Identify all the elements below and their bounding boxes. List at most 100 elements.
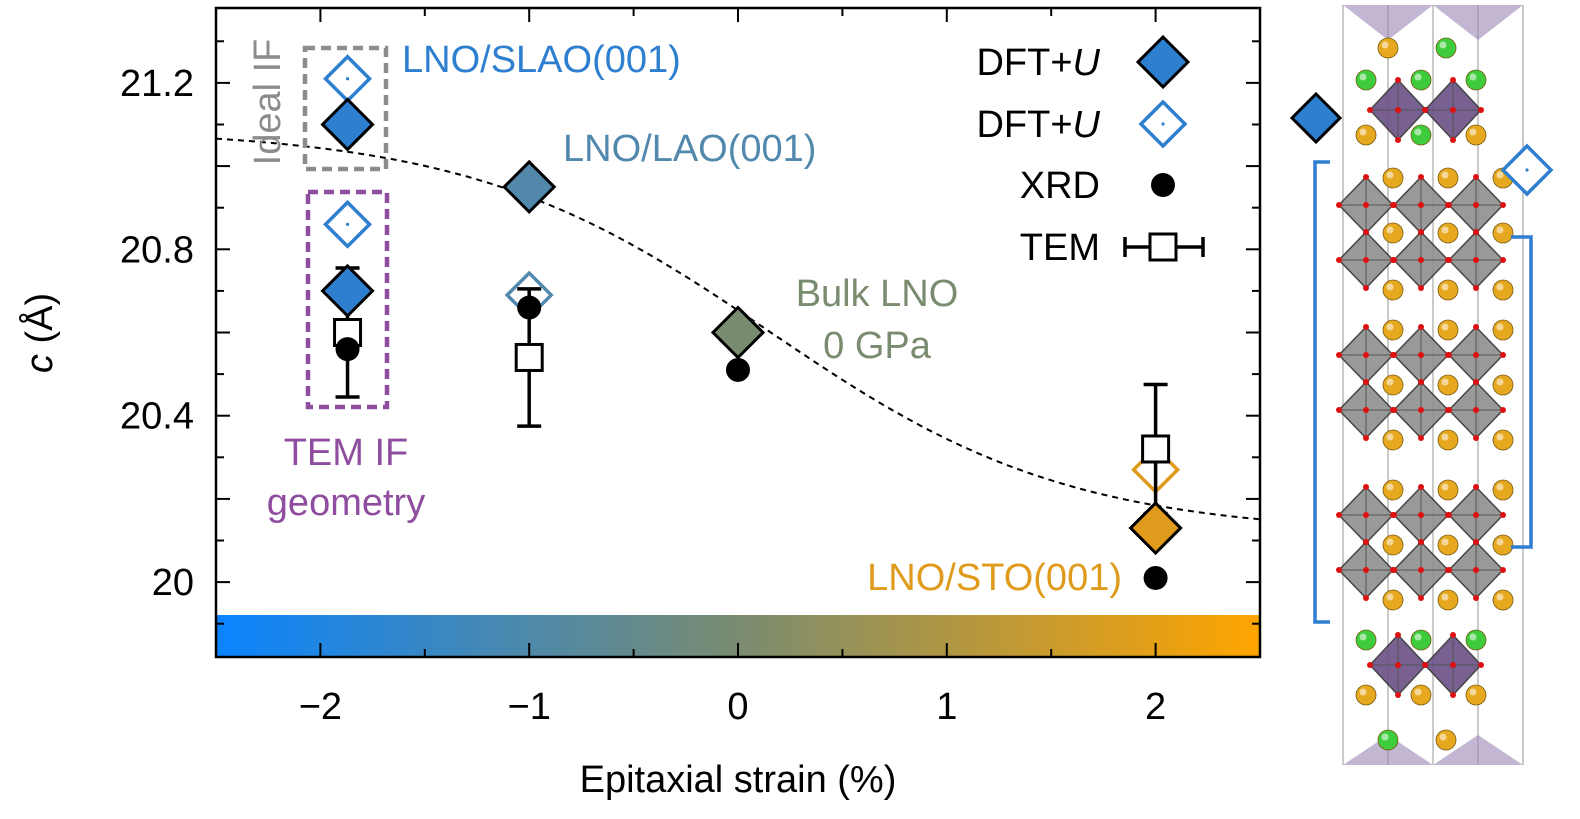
- oxygen-atom: [1473, 539, 1479, 545]
- side-filled-diamond: [1289, 91, 1343, 145]
- la-atom: [1377, 37, 1399, 59]
- oxygen-atom: [1478, 107, 1484, 113]
- oxygen-atom: [1473, 257, 1479, 263]
- la-atom: [1465, 124, 1487, 146]
- oxygen-atom: [1391, 407, 1397, 413]
- la-atom-highlight: [1386, 433, 1394, 441]
- legend-marker-circle: [1151, 173, 1175, 197]
- la-atom: [1355, 684, 1377, 706]
- oxygen-atom: [1473, 285, 1479, 291]
- oxygen-atom: [1363, 379, 1369, 385]
- la-atom: [1492, 589, 1514, 611]
- oxygen-atom: [1418, 324, 1424, 330]
- ideal-if-box: [302, 45, 389, 172]
- la-atom: [1382, 167, 1404, 189]
- x-tick-label: 0: [727, 686, 748, 728]
- la-atom: [1492, 429, 1514, 451]
- sr-atom-highlight: [1414, 128, 1422, 136]
- sr-atom: [1410, 124, 1432, 146]
- oxygen-atom: [1363, 435, 1369, 441]
- sr-atom: [1465, 629, 1487, 651]
- filled-diamond-point: [320, 97, 375, 152]
- la-atom-highlight: [1441, 171, 1449, 179]
- annotation-tem-line1: TEM IF: [284, 432, 409, 474]
- oxygen-atom: [1500, 202, 1506, 208]
- oxygen-atom: [1473, 324, 1479, 330]
- x-tick-label: 1: [936, 686, 957, 728]
- filled-diamond-point: [320, 263, 375, 319]
- sr-atom: [1435, 37, 1457, 59]
- la-atom-highlight: [1439, 733, 1447, 741]
- legend-marker-open-diamond-dot: [1161, 122, 1165, 126]
- legend-label: DFT+U: [976, 104, 1100, 146]
- sr-atom: [1355, 69, 1377, 91]
- open-diamond-point-dot: [345, 222, 350, 226]
- x-tick-label: 2: [1145, 686, 1166, 728]
- la-atom-highlight: [1381, 41, 1389, 49]
- oxygen-atom: [1473, 174, 1479, 180]
- oxygen-atom: [1391, 202, 1397, 208]
- oxygen-atom: [1500, 407, 1506, 413]
- crystal-structure-illustration: [1289, 5, 1554, 765]
- la-atom-highlight: [1441, 226, 1449, 234]
- la-atom: [1437, 429, 1459, 451]
- oxygen-atom: [1473, 595, 1479, 601]
- oxygen-atom: [1363, 202, 1369, 208]
- oxygen-atom: [1336, 407, 1342, 413]
- sr-atom: [1465, 69, 1487, 91]
- legend-label: TEM: [1020, 227, 1100, 269]
- la-atom: [1382, 429, 1404, 451]
- la-atom-highlight: [1496, 433, 1504, 441]
- la-atom: [1382, 279, 1404, 301]
- la-atom: [1437, 222, 1459, 244]
- oxygen-atom: [1478, 662, 1484, 668]
- oxygen-atom: [1336, 512, 1342, 518]
- la-atom-highlight: [1496, 226, 1504, 234]
- la-atom-highlight: [1441, 323, 1449, 331]
- oxygen-atom: [1418, 352, 1424, 358]
- la-atom: [1382, 534, 1404, 556]
- filled-diamond-point: [710, 305, 766, 360]
- oxygen-atom: [1446, 352, 1452, 358]
- oxygen-atom: [1418, 539, 1424, 545]
- oxygen-atom: [1418, 435, 1424, 441]
- oxygen-atom: [1473, 484, 1479, 490]
- oxygen-atom: [1500, 352, 1506, 358]
- axis-ticks: [215, 8, 1261, 657]
- oxygen-atom: [1450, 137, 1456, 143]
- sr-atom-highlight: [1359, 73, 1367, 81]
- annotation-lao: LNO/LAO(001): [563, 128, 816, 170]
- oxygen-atom: [1391, 257, 1397, 263]
- oxygen-atom: [1363, 229, 1369, 235]
- oxygen-atom: [1418, 379, 1424, 385]
- la-atom: [1492, 479, 1514, 501]
- sr-atom: [1410, 629, 1432, 651]
- oxygen-atom: [1395, 77, 1401, 83]
- la-atom: [1437, 279, 1459, 301]
- annotation-bulk-line2: 0 GPa: [823, 325, 932, 367]
- la-atom: [1382, 589, 1404, 611]
- oxygen-atom: [1418, 285, 1424, 291]
- filled-diamond-point: [502, 159, 557, 215]
- annotation-tem-line2: geometry: [267, 482, 425, 524]
- la-atom-highlight: [1386, 593, 1394, 601]
- oxygen-atom: [1450, 107, 1456, 113]
- la-atom: [1382, 222, 1404, 244]
- side-open-diamond-dot: [1525, 168, 1529, 172]
- tem-point: [514, 342, 544, 372]
- oxygen-atom: [1395, 692, 1401, 698]
- tem-if-box: [305, 189, 390, 410]
- la-atom: [1437, 534, 1459, 556]
- bracket-right: [1511, 235, 1533, 549]
- oxygen-atom: [1418, 257, 1424, 263]
- oxygen-atom: [1473, 352, 1479, 358]
- oxygen-atom: [1418, 174, 1424, 180]
- oxygen-atom: [1367, 107, 1373, 113]
- x-tick-label: −2: [299, 686, 342, 728]
- oxygen-atom: [1473, 407, 1479, 413]
- oxygen-atom: [1446, 512, 1452, 518]
- oxygen-atom: [1446, 257, 1452, 263]
- oxygen-atom: [1418, 407, 1424, 413]
